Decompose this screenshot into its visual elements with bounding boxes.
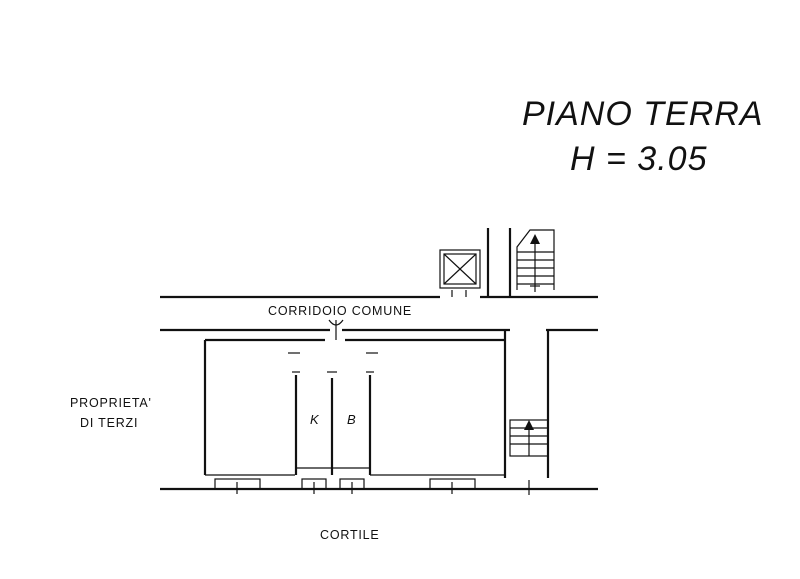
kitchen-bath-partitions — [292, 371, 374, 475]
window-markers — [214, 478, 476, 494]
corridor-walls — [160, 295, 598, 332]
elevator-shaft-icon — [439, 249, 481, 289]
door-markers — [288, 319, 378, 354]
bathroom-label: B — [347, 412, 356, 427]
lower-staircase-icon — [509, 419, 549, 495]
third-party-label-line2: DI TERZI — [80, 416, 139, 430]
upper-staircase-icon — [516, 229, 555, 292]
courtyard-label: CORTILE — [320, 528, 380, 542]
upper-walls — [451, 228, 512, 297]
corridor-label: CORRIDOIO COMUNE — [268, 304, 413, 318]
floor-title: PIANO TERRA — [522, 95, 764, 133]
third-party-label-line1: PROPRIETA' — [70, 396, 152, 410]
kitchen-label: K — [310, 412, 319, 427]
ceiling-height: H = 3.05 — [570, 140, 708, 178]
apartment-walls — [160, 330, 598, 491]
